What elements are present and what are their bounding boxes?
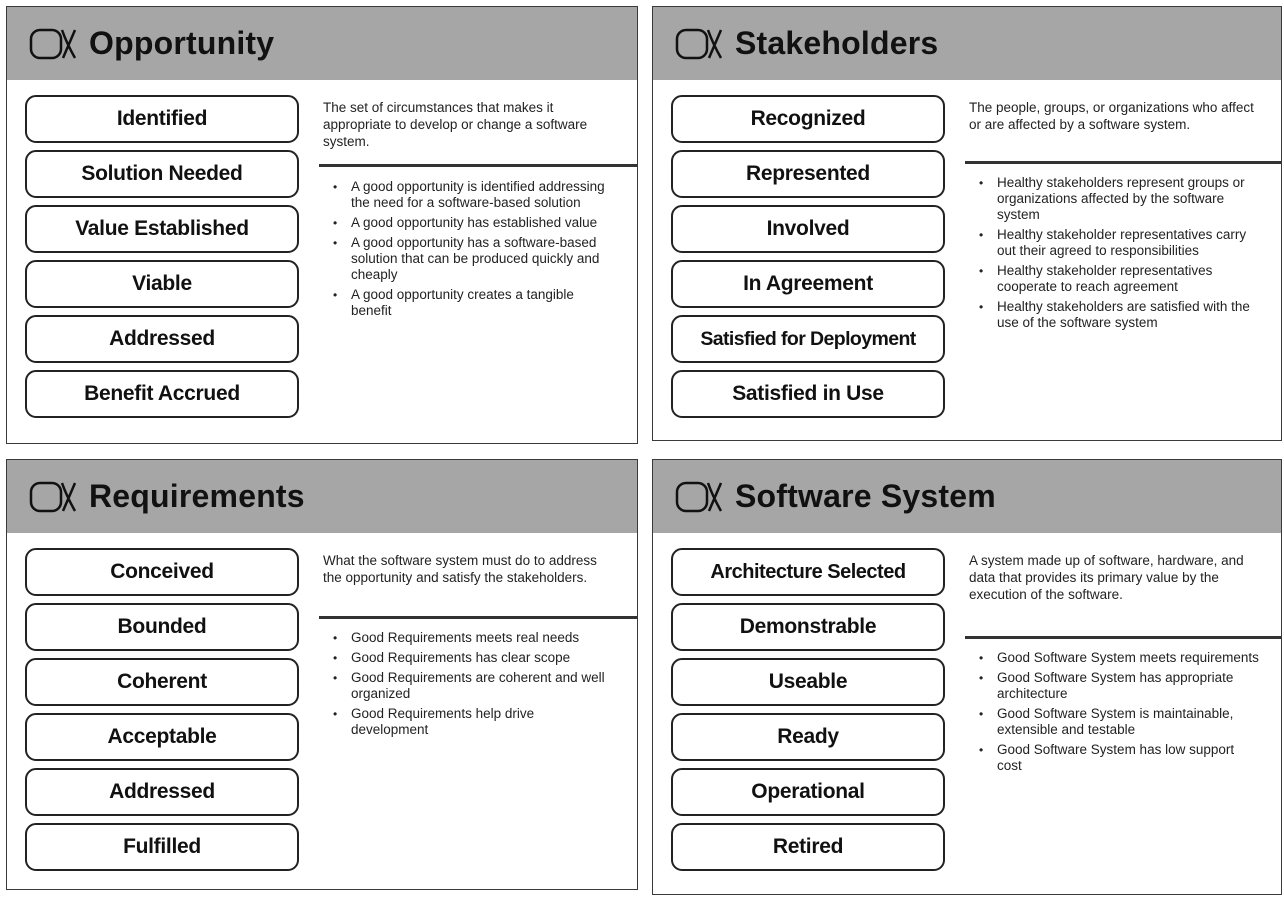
alpha-icon [29, 481, 77, 512]
checklist-item: Good Software System has appropriate arc… [975, 670, 1261, 702]
state-card: Bounded [25, 603, 299, 651]
card-header: Requirements [7, 460, 637, 533]
checklist-item: Good Software System meets requirements [975, 650, 1261, 666]
card-header: Stakeholders [653, 7, 1281, 80]
state-card: Conceived [25, 548, 299, 596]
state-list: Architecture Selected Demonstrable Useab… [671, 548, 945, 878]
alpha-card-requirements: Requirements Conceived Bounded Coherent … [6, 459, 638, 890]
state-card: Benefit Accrued [25, 370, 299, 418]
alpha-card-stakeholders: Stakeholders Recognized Represented Invo… [652, 6, 1282, 441]
divider [965, 636, 1281, 639]
card-title: Software System [735, 478, 996, 514]
alpha-icon [675, 28, 723, 59]
checklist-item: Healthy stakeholders represent groups or… [975, 175, 1261, 223]
checklist-item: A good opportunity has established value [329, 215, 615, 231]
checklist-item: A good opportunity creates a tangible be… [329, 287, 615, 319]
state-card: Value Established [25, 205, 299, 253]
divider [319, 164, 637, 167]
alpha-card-software-system: Software System Architecture Selected De… [652, 459, 1282, 895]
state-card: Ready [671, 713, 945, 761]
checklist-item: Healthy stakeholder representatives carr… [975, 227, 1261, 259]
checklist-item: Good Requirements meets real needs [329, 630, 615, 646]
state-card: Involved [671, 205, 945, 253]
state-card: Retired [671, 823, 945, 871]
checklist: Good Software System meets requirements … [975, 650, 1261, 778]
alpha-definition: The set of circumstances that makes it a… [323, 100, 588, 149]
state-card: Demonstrable [671, 603, 945, 651]
state-list: Identified Solution Needed Value Establi… [25, 95, 299, 425]
checklist-item: Good Software System has low support cos… [975, 742, 1261, 774]
checklist-item: Good Requirements help drive development [329, 706, 615, 738]
divider [319, 616, 637, 619]
state-card: Satisfied in Use [671, 370, 945, 418]
card-title: Opportunity [89, 25, 275, 61]
card-title: Requirements [89, 478, 305, 514]
state-card: Useable [671, 658, 945, 706]
state-card: Viable [25, 260, 299, 308]
state-card: Coherent [25, 658, 299, 706]
card-header: Opportunity [7, 7, 637, 80]
checklist-item: Good Software System is maintainable, ex… [975, 706, 1261, 738]
alpha-definition: What the software system must do to addr… [323, 553, 597, 585]
alpha-definition: The people, groups, or organizations who… [969, 100, 1254, 132]
checklist-item: A good opportunity is identified address… [329, 179, 615, 211]
state-card: Solution Needed [25, 150, 299, 198]
state-card: Recognized [671, 95, 945, 143]
checklist: Healthy stakeholders represent groups or… [975, 175, 1261, 335]
divider [965, 161, 1281, 164]
state-card: Fulfilled [25, 823, 299, 871]
checklist: Good Requirements meets real needs Good … [329, 630, 615, 742]
alpha-card-opportunity: Opportunity Identified Solution Needed V… [6, 6, 638, 444]
checklist-item: Good Requirements are coherent and well … [329, 670, 615, 702]
state-card: Represented [671, 150, 945, 198]
state-card: Satisfied for Deployment [671, 315, 945, 363]
checklist-item: Good Requirements has clear scope [329, 650, 615, 666]
checklist-item: A good opportunity has a software-based … [329, 235, 615, 283]
checklist-item: Healthy stakeholder representatives coop… [975, 263, 1261, 295]
state-card: Acceptable [25, 713, 299, 761]
state-list: Recognized Represented Involved In Agree… [671, 95, 945, 425]
state-card: Addressed [25, 768, 299, 816]
state-list: Conceived Bounded Coherent Acceptable Ad… [25, 548, 299, 878]
alpha-definition: A system made up of software, hardware, … [969, 553, 1244, 602]
state-card: Identified [25, 95, 299, 143]
checklist: A good opportunity is identified address… [329, 179, 615, 323]
state-card: In Agreement [671, 260, 945, 308]
alpha-icon [675, 481, 723, 512]
card-header: Software System [653, 460, 1281, 533]
state-card: Architecture Selected [671, 548, 945, 596]
state-card: Operational [671, 768, 945, 816]
checklist-item: Healthy stakeholders are satisfied with … [975, 299, 1261, 331]
card-title: Stakeholders [735, 25, 939, 61]
alpha-icon [29, 28, 77, 59]
state-card: Addressed [25, 315, 299, 363]
